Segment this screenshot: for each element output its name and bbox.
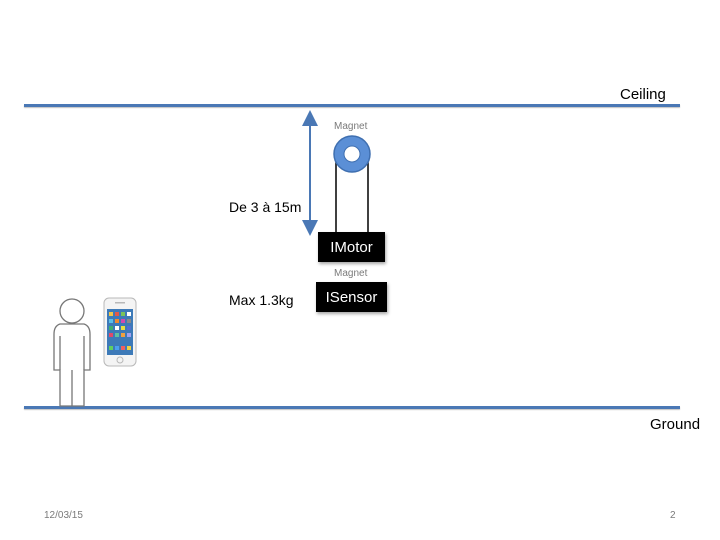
- ceiling-line: [24, 104, 680, 107]
- isensor-box: ISensor: [316, 282, 387, 312]
- ceiling-label: Ceiling: [620, 86, 666, 103]
- imotor-box: IMotor: [318, 232, 385, 262]
- max-weight-label: Max 1.3kg: [229, 292, 294, 308]
- magnet-label-bottom: Magnet: [334, 268, 368, 279]
- page-number: 2: [670, 510, 676, 521]
- ground-label: Ground: [650, 416, 701, 433]
- smartphone-icon: [103, 297, 137, 367]
- ground-line: [24, 406, 680, 409]
- height-range-label: De 3 à 15m: [229, 199, 302, 215]
- footer-date: 12/03/15: [44, 510, 83, 521]
- pulley-icon: [333, 135, 371, 173]
- magnet-label-top: Magnet: [334, 121, 368, 132]
- person-icon: [53, 298, 91, 407]
